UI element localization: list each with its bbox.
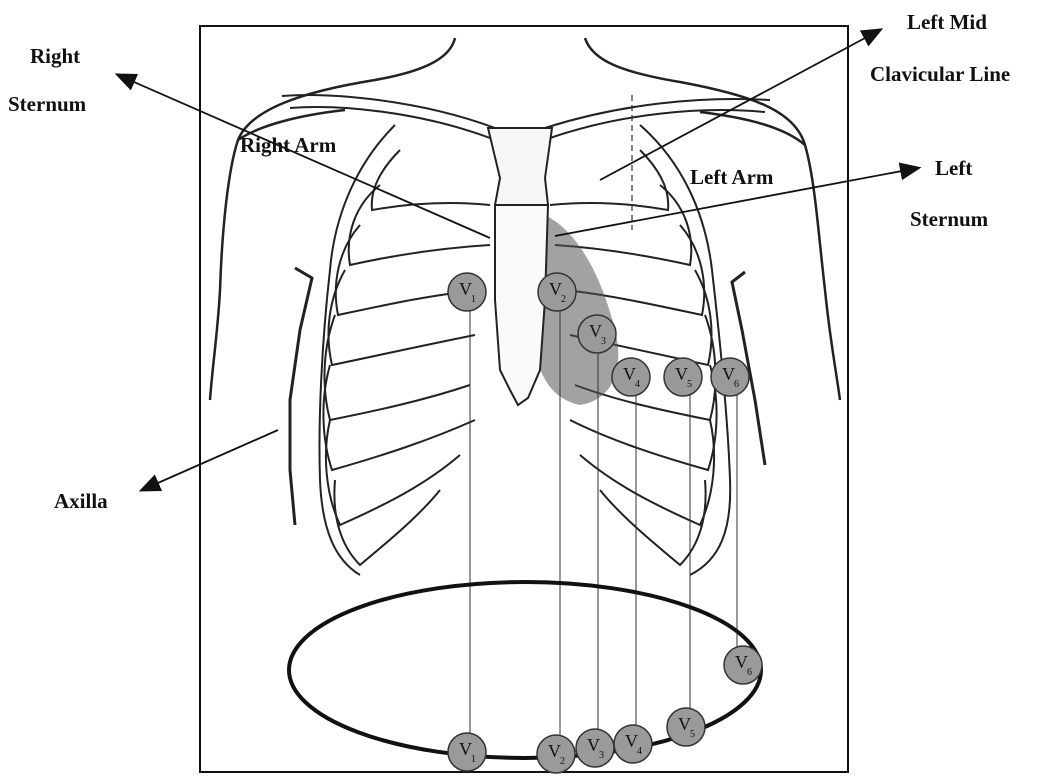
sternum <box>495 205 548 405</box>
svg-text:6: 6 <box>747 667 752 678</box>
right-sternum-label-line1: Right <box>30 44 80 68</box>
section-electrodes: V1 V2 V3 V4 V5 V6 <box>448 646 762 773</box>
left-sternum-label-line2: Sternum <box>910 207 988 231</box>
left-mid-clavicular-label-line2: Clavicular Line <box>870 62 1010 86</box>
electrode-v5-chest: V5 <box>664 358 702 396</box>
electrode-v5-section: V5 <box>667 708 705 746</box>
svg-text:2: 2 <box>561 294 566 305</box>
electrode-v4-chest: V4 <box>612 358 650 396</box>
right-arm-label: Right Arm <box>240 133 336 157</box>
left-mid-clavicular-label-line1: Left Mid <box>907 10 987 34</box>
electrode-v6-section: V6 <box>724 646 762 684</box>
electrode-v2-section: V2 <box>537 735 575 773</box>
right-axilla-line <box>290 268 312 525</box>
left-arm-label: Left Arm <box>690 165 773 189</box>
svg-text:3: 3 <box>601 336 606 347</box>
svg-text:4: 4 <box>635 379 640 390</box>
svg-text:5: 5 <box>690 729 695 740</box>
electrode-v1-chest: V1 <box>448 273 486 311</box>
electrode-v2-chest: V2 <box>538 273 576 311</box>
axilla-label: Axilla <box>54 489 108 513</box>
right-sternum-label-line2: Sternum <box>8 92 86 116</box>
electrode-v3-section: V3 <box>576 729 614 767</box>
svg-text:5: 5 <box>687 379 692 390</box>
svg-text:6: 6 <box>734 379 739 390</box>
svg-text:3: 3 <box>599 750 604 761</box>
svg-text:1: 1 <box>471 754 476 765</box>
svg-text:2: 2 <box>560 756 565 767</box>
left-sternum-label-line1: Left <box>935 156 972 180</box>
svg-text:1: 1 <box>471 294 476 305</box>
electrode-v1-section: V1 <box>448 733 486 771</box>
svg-text:4: 4 <box>637 746 642 757</box>
manubrium <box>488 128 552 210</box>
electrode-v3-chest: V3 <box>578 315 616 353</box>
electrode-v4-section: V4 <box>614 725 652 763</box>
electrode-v6-chest: V6 <box>711 358 749 396</box>
